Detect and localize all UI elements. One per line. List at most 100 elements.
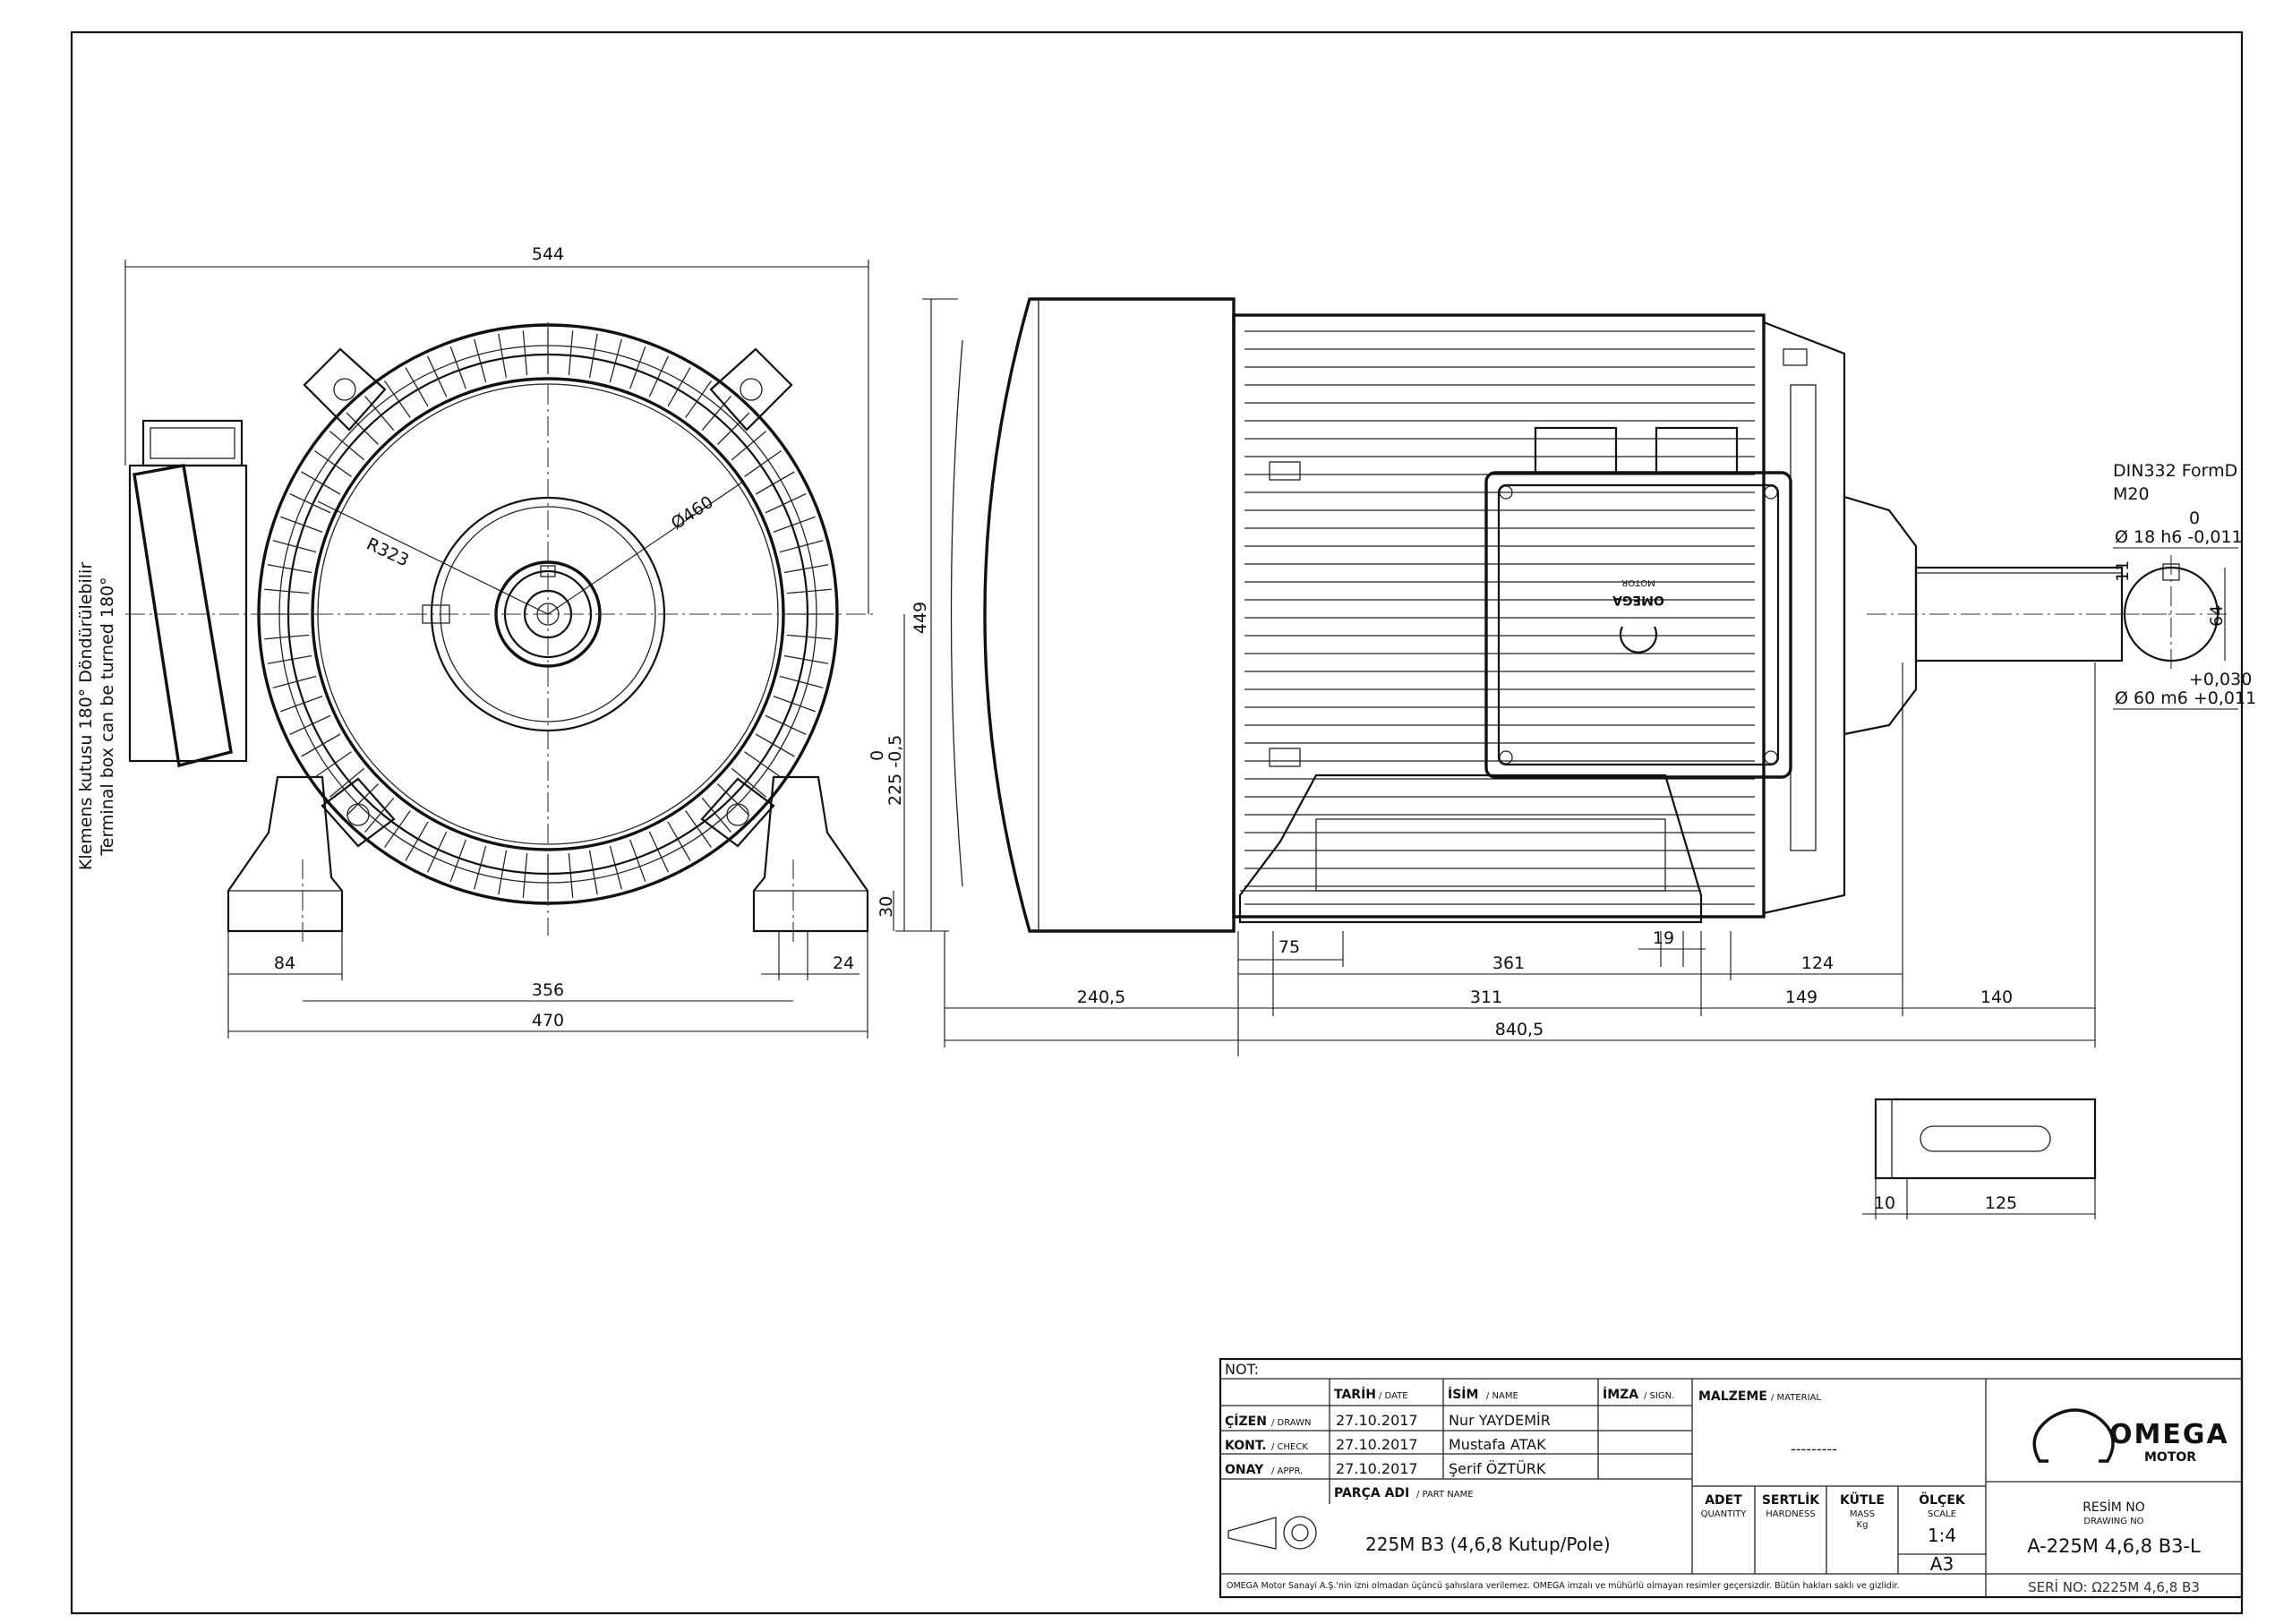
key-body — [1874, 1098, 2097, 1180]
box-logo-text: OMEGA — [1612, 593, 1664, 607]
thread-form: DIN332 FormD — [2113, 461, 2237, 481]
scale-label-en: SCALE — [1928, 1509, 1956, 1519]
dim-hole-dia: 24 — [833, 953, 854, 973]
material-value: --------- — [1791, 1440, 1837, 1457]
drawing-no: A-225M 4,6,8 B3-L — [2027, 1535, 2201, 1557]
col-sign-label: İMZA — [1603, 1387, 1638, 1402]
foot-left — [227, 775, 344, 933]
sheet-size: A3 — [1930, 1553, 1954, 1575]
dim-key-125: 125 — [1985, 1193, 2017, 1213]
material-label-en: / MATERIAL — [1771, 1393, 1821, 1403]
row-appr-name: Şerif ÖZTÜRK — [1449, 1460, 1546, 1477]
dim-hole-spacing: 356 — [532, 980, 564, 1000]
shaft-dim: Ø 60 m6 +0,011 — [2115, 688, 2256, 708]
terminal-note-en: Terminal box can be turned 180° — [98, 577, 117, 856]
dim-840: 840,5 — [1495, 1020, 1544, 1039]
row-check-label-en: / CHECK — [1271, 1442, 1308, 1452]
dim-361: 361 — [1492, 953, 1525, 973]
key-dim: Ø 18 h6 -0,011 — [2115, 527, 2243, 547]
row-drawn-name: Nur YAYDEMİR — [1449, 1412, 1551, 1429]
dim-radius: R323 — [363, 534, 412, 571]
col-name-label-en: / NAME — [1486, 1391, 1518, 1401]
lifting-lug-tr — [709, 347, 793, 432]
qty-label: ADET — [1705, 1493, 1742, 1508]
hardness-label-en: HARDNESS — [1766, 1509, 1816, 1519]
dim-240: 240,5 — [1077, 987, 1125, 1007]
col-date-label: TARİH — [1334, 1387, 1376, 1402]
scale-value: 1:4 — [1928, 1525, 1956, 1546]
foot-right — [752, 775, 869, 933]
scale-label: ÖLÇEK — [1919, 1492, 1966, 1508]
omega-logo — [2032, 1408, 2115, 1463]
row-appr-label-en: / APPR. — [1271, 1466, 1303, 1476]
shaft-height: 64 — [2207, 605, 2227, 627]
qty-label-en: QUANTITY — [1701, 1509, 1748, 1519]
part-label-en: / PART NAME — [1416, 1490, 1474, 1500]
shaft-tol-top: +0,030 — [2189, 670, 2252, 689]
dim-axis-height: 225 -0,5 — [885, 735, 905, 806]
row-check-label: KONT. — [1225, 1439, 1267, 1453]
lifting-lug-tl — [303, 347, 387, 432]
projection-symbol-icon — [1227, 1516, 1317, 1550]
key-tol-top: 0 — [2189, 509, 2200, 528]
dim-124: 124 — [1801, 953, 1834, 973]
part-label: PARÇA ADI — [1334, 1486, 1409, 1500]
row-appr-label: ONAY — [1225, 1463, 1264, 1477]
title-block: NOT: TARİH / DATE İSİM / NAME İMZA / SIG… — [1219, 1357, 2244, 1599]
material-label: MALZEME — [1698, 1389, 1767, 1404]
terminal-note-tr: Klemens kutusu 180° Döndürülebilir — [76, 562, 96, 870]
dim-key-10: 10 — [1874, 1193, 1895, 1213]
not-label: NOT: — [1225, 1361, 1259, 1378]
terminal-box-front — [128, 419, 248, 768]
footer-note: OMEGA Motor Sanayi A.Ş.'nin izni olmadan… — [1227, 1581, 1900, 1591]
mass-label-en: MASS — [1850, 1509, 1875, 1519]
bearing-shield — [1762, 321, 1846, 915]
row-drawn-label-en: / DRAWN — [1271, 1418, 1311, 1428]
side-view: OMEGA MOTOR — [950, 297, 2167, 933]
key-view: 10 125 — [1862, 1098, 2097, 1219]
front-view-dimensions: 544 R323 Ø460 449 0 225 -0,5 30 84 356 4… — [76, 244, 958, 1039]
side-view-dimensions: 75 19 361 124 240,5 311 149 140 840,5 — [944, 662, 2096, 1056]
dim-diameter: Ø460 — [668, 492, 717, 534]
dim-base-width: 470 — [532, 1011, 564, 1030]
serial-no: SERİ NO: Ω225M 4,6,8 B3 — [2028, 1578, 2200, 1595]
lifting-lug-bl — [321, 777, 396, 848]
dim-foot-width: 84 — [274, 953, 295, 973]
mass-unit: Kg — [1857, 1520, 1869, 1530]
dim-height: 449 — [911, 602, 930, 634]
brand-sub: MOTOR — [2144, 1450, 2196, 1465]
col-sign-label-en: / SIGN. — [1644, 1391, 1674, 1401]
dim-overall-width: 544 — [532, 244, 564, 264]
key-slot — [1920, 1125, 2051, 1152]
row-drawn-date: 27.10.2017 — [1336, 1412, 1418, 1429]
row-drawn-label: ÇİZEN — [1225, 1414, 1267, 1429]
row-check-name: Mustafa ATAK — [1449, 1436, 1546, 1453]
hardness-label: SERTLİK — [1762, 1492, 1820, 1508]
thread-size: M20 — [2113, 484, 2150, 504]
row-check-date: 27.10.2017 — [1336, 1436, 1418, 1453]
lifting-lug-br — [700, 777, 775, 848]
box-logo-sub: MOTOR — [1621, 577, 1655, 587]
dim-19: 19 — [1653, 928, 1674, 948]
dim-140: 140 — [1980, 987, 2013, 1007]
front-view — [125, 322, 873, 944]
key-height: 11 — [2113, 560, 2133, 582]
dim-149: 149 — [1785, 987, 1817, 1007]
side-feet — [1238, 774, 1703, 924]
drawing-no-label: RESİM NO — [2082, 1499, 2145, 1515]
part-name: 225M B3 (4,6,8 Kutup/Pole) — [1365, 1534, 1611, 1555]
dim-311: 311 — [1470, 987, 1502, 1007]
brand-name: OMEGA — [2109, 1419, 2229, 1450]
drawing-frame — [70, 30, 2244, 1615]
fan-cover — [983, 297, 1236, 933]
drawing-no-label-en: DRAWING NO — [2083, 1517, 2143, 1526]
dim-75: 75 — [1279, 937, 1300, 957]
mass-label: KÜTLE — [1840, 1492, 1885, 1508]
shaft-end-view: DIN332 FormD M20 0 Ø 18 h6 -0,011 11 64 … — [2113, 461, 2256, 710]
terminal-box-side: OMEGA MOTOR — [1484, 426, 1792, 779]
col-date-label-en: / DATE — [1379, 1391, 1408, 1401]
col-name-label: İSİM — [1448, 1387, 1478, 1402]
dim-foot-height: 30 — [877, 896, 896, 918]
dim-axis-tol: 0 — [868, 750, 887, 761]
